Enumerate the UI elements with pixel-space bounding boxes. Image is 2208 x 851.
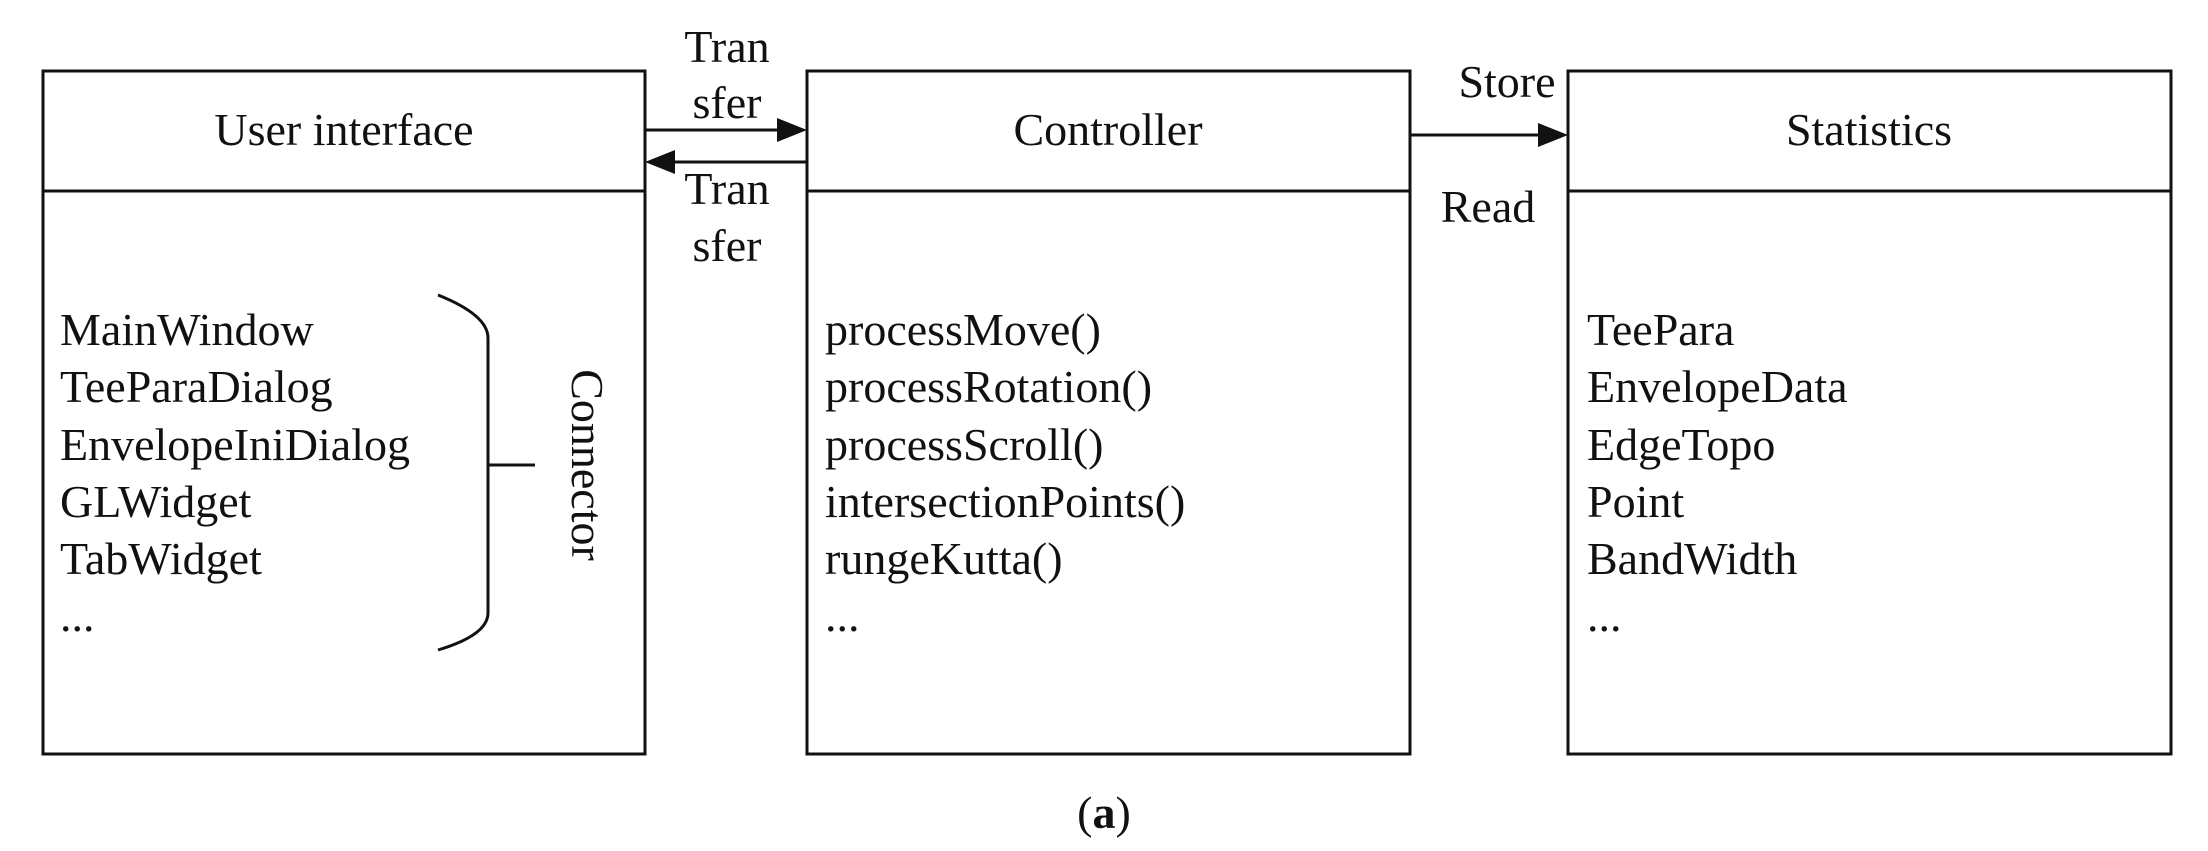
user-interface-item: GLWidget xyxy=(60,476,252,527)
user-interface-item: MainWindow xyxy=(60,304,314,355)
controller-item: processMove() xyxy=(825,304,1101,355)
user-interface-item: TeeParaDialog xyxy=(60,361,333,412)
statistics-item: BandWidth xyxy=(1587,533,1797,584)
statistics-item: ... xyxy=(1587,590,1622,641)
store-read-arrow: Store Read xyxy=(1410,56,1568,232)
caption-close-paren: ) xyxy=(1116,787,1131,838)
user-interface-box-frame xyxy=(41,69,647,756)
connector-brace xyxy=(437,293,490,652)
user-interface-box: User interface MainWindow TeeParaDialog … xyxy=(41,69,647,756)
statistics-box: Statistics TeePara EnvelopeData EdgeTopo… xyxy=(1566,69,2173,756)
statistics-item: Point xyxy=(1587,476,1684,527)
transfer-bottom-label-line1: Tran xyxy=(684,163,769,214)
statistics-item: EdgeTopo xyxy=(1587,419,1775,470)
connector-label: Connector xyxy=(562,369,613,561)
statistics-item: EnvelopeData xyxy=(1587,361,1848,412)
controller-item: intersectionPoints() xyxy=(825,476,1185,527)
controller-item: processRotation() xyxy=(825,361,1152,412)
controller-item: rungeKutta() xyxy=(825,533,1063,584)
caption-open-paren: ( xyxy=(1077,787,1092,838)
user-interface-title: User interface xyxy=(214,104,473,155)
user-interface-item: EnvelopeIniDialog xyxy=(60,419,410,470)
transfer-top-label-line1: Tran xyxy=(684,21,769,72)
statistics-title: Statistics xyxy=(1786,104,1952,155)
user-interface-item: TabWidget xyxy=(60,533,262,584)
caption-letter: a xyxy=(1093,787,1116,838)
user-interface-item: ... xyxy=(60,590,95,641)
controller-item: ... xyxy=(825,590,860,641)
transfer-arrows: Tran sfer Tran sfer xyxy=(645,21,807,271)
controller-item: processScroll() xyxy=(825,419,1103,470)
controller-box-frame xyxy=(805,69,1412,756)
transfer-left-arrowhead xyxy=(645,150,675,174)
store-arrowhead xyxy=(1538,123,1568,147)
store-label: Store xyxy=(1458,56,1555,107)
controller-title: Controller xyxy=(1013,104,1202,155)
statistics-item: TeePara xyxy=(1587,304,1734,355)
statistics-box-frame xyxy=(1566,69,2173,756)
transfer-right-arrowhead xyxy=(777,118,807,142)
transfer-bottom-label-line2: sfer xyxy=(693,220,762,271)
figure-caption: (a) xyxy=(1077,787,1131,838)
transfer-top-label-line2: sfer xyxy=(693,77,762,128)
controller-box: Controller processMove() processRotation… xyxy=(805,69,1412,756)
read-label: Read xyxy=(1441,181,1536,232)
